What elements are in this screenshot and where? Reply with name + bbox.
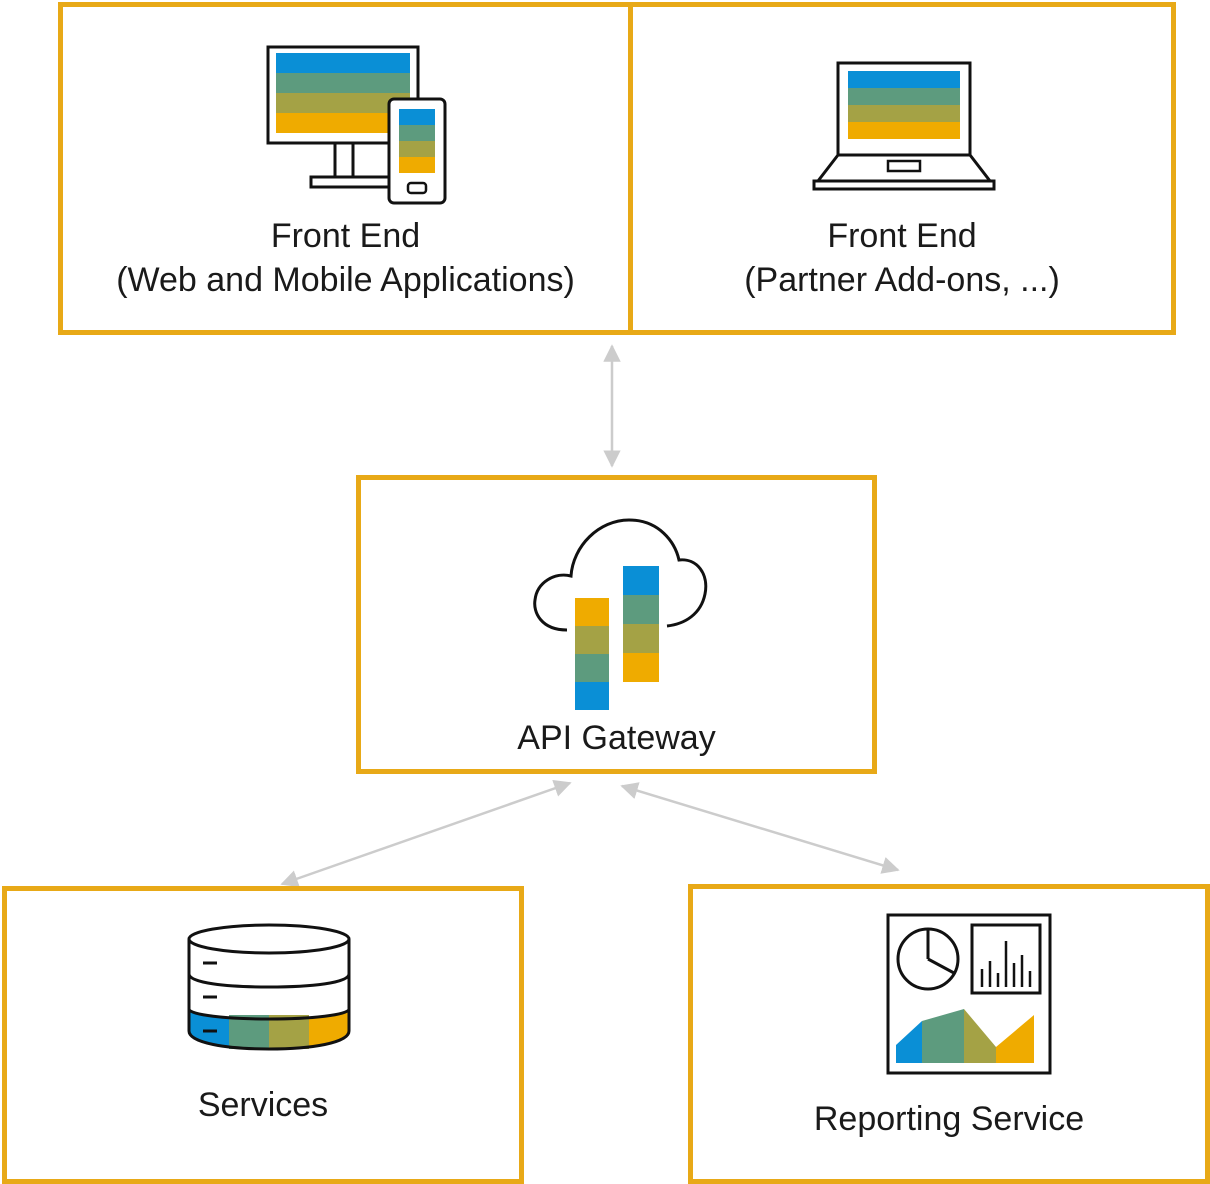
- desktop-and-phone-icon: [266, 45, 447, 205]
- frontend-partner-box: Front End (Partner Add-ons, ...): [628, 2, 1176, 335]
- laptop-icon: [812, 61, 996, 191]
- frontend-web-label: Front End (Web and Mobile Applications): [63, 214, 628, 302]
- cloud-gateway-icon: [533, 518, 708, 710]
- frontend-web-box: Front End (Web and Mobile Applications): [58, 2, 633, 335]
- reporting-title: Reporting Service: [813, 1100, 1085, 1138]
- services-label: Services: [7, 1083, 519, 1127]
- database-icon: [187, 923, 351, 1051]
- services-box: Services: [2, 886, 524, 1184]
- frontend-web-subtitle: (Web and Mobile Applications): [116, 261, 575, 299]
- frontend-partner-title: Front End: [827, 217, 977, 255]
- dashboard-report-icon: [886, 913, 1052, 1075]
- api-gateway-box: API Gateway: [356, 475, 877, 774]
- frontend-web-title: Front End: [270, 217, 421, 255]
- frontend-partner-label: Front End (Partner Add-ons, ...): [633, 214, 1171, 302]
- gateway-services-connector: [280, 779, 572, 888]
- frontend-partner-subtitle: (Partner Add-ons, ...): [744, 261, 1060, 299]
- reporting-label: Reporting Service: [693, 1097, 1205, 1141]
- services-title: Services: [197, 1086, 329, 1124]
- api-gateway-label: API Gateway: [361, 716, 872, 760]
- gateway-reporting-connector: [620, 782, 900, 874]
- api-gateway-title: API Gateway: [517, 719, 716, 757]
- reporting-box: Reporting Service: [688, 884, 1210, 1184]
